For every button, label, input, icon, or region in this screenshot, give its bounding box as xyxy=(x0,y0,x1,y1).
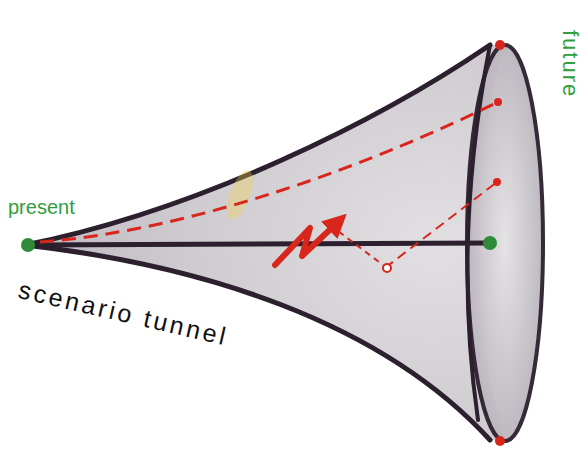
cone-back-rim xyxy=(467,45,490,420)
present-dot xyxy=(21,238,35,252)
cone-lower-edge xyxy=(25,245,490,440)
time-label: future xyxy=(558,30,582,98)
disruption-arrow xyxy=(275,222,338,265)
cone-upper-edge xyxy=(25,45,490,245)
future-dot xyxy=(483,236,497,250)
wildcard-point xyxy=(383,264,391,272)
figure-label: scenario tunnel xyxy=(16,276,231,351)
end-dot xyxy=(495,40,505,50)
yellow-smudge xyxy=(222,167,259,223)
end-dot xyxy=(495,436,505,446)
scenario-path-dashed xyxy=(330,225,383,265)
end-dot xyxy=(493,178,501,186)
time-label: present xyxy=(8,196,75,218)
scenario-path-dashed xyxy=(385,182,497,268)
scenario-path-dashed xyxy=(40,102,498,242)
end-dot xyxy=(494,98,502,106)
probable-future-line xyxy=(28,243,490,245)
cone-body xyxy=(25,45,505,441)
